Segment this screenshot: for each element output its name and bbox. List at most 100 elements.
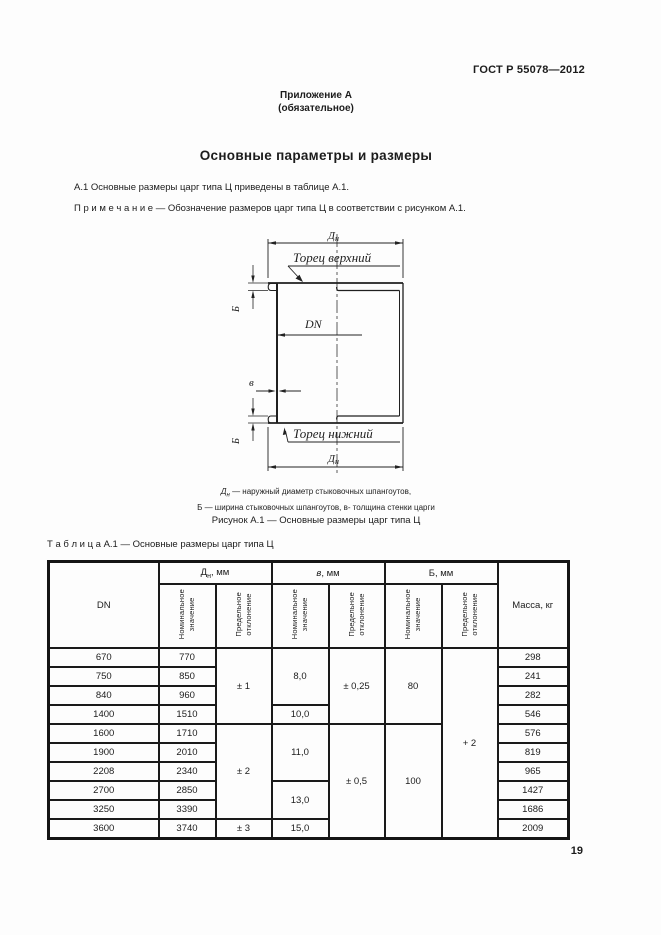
dim-wall xyxy=(256,381,301,401)
cell-mass: 241 xyxy=(496,666,570,687)
cell-dn: 670 xyxy=(47,647,160,668)
table-row: 750 850 241 xyxy=(47,666,570,687)
subheader-dn-deviation: Предельное отклонение xyxy=(214,583,273,649)
cell-mass: 282 xyxy=(496,685,570,706)
cell-dn-dev: ± 2 xyxy=(214,723,273,820)
cell-dn-nom: 3740 xyxy=(157,818,217,840)
cell-dn: 1600 xyxy=(47,723,160,744)
subheader-dn-nominal: Номинальное значение xyxy=(157,583,217,649)
group-header-dn: Дн, мм xyxy=(157,560,273,585)
top-face-label: Торец верхний xyxy=(293,250,372,265)
cell-dn-nom: 960 xyxy=(157,685,217,706)
legend-line-1: Дн — наружный диаметр стыковочных шпанго… xyxy=(220,487,412,499)
cell-b-dev: + 2 xyxy=(440,647,499,840)
top-ring-section xyxy=(267,282,277,292)
cell-v-dev: ± 0,25 xyxy=(327,647,386,725)
cell-dn: 840 xyxy=(47,685,160,706)
subheader-b-nominal: Номинальное значение xyxy=(383,583,443,649)
cell-mass: 298 xyxy=(496,647,570,668)
bottom-face-leader xyxy=(282,427,400,443)
cell-dn: 750 xyxy=(47,666,160,687)
cell-dn-nom: 2850 xyxy=(157,780,217,801)
technical-drawing: Дн Торец верхний Б DN xyxy=(225,228,410,480)
bottom-ring-section xyxy=(267,415,277,424)
table-header-subs: Номинальное значение Предельное отклонен… xyxy=(49,583,569,649)
table-row: 1900 2010 819 xyxy=(47,742,570,763)
figure-caption: Рисунок А.1 — Основные размеры царг типа… xyxy=(211,515,421,526)
dim-label-wall: в xyxy=(249,377,254,389)
cell-v-nom: 15,0 xyxy=(270,818,330,840)
cell-b-nom: 100 xyxy=(383,723,443,840)
cell-dn-dev: ± 1 xyxy=(214,647,273,725)
dim-dn-mid xyxy=(277,333,362,337)
dim-label-dn-bottom: Дн xyxy=(327,453,339,466)
cell-mass: 965 xyxy=(496,761,570,782)
cell-dn-nom: 770 xyxy=(157,647,217,668)
table-row: 2208 2340 965 xyxy=(47,761,570,782)
cell-v-nom: 10,0 xyxy=(270,704,330,725)
cell-b-nom: 80 xyxy=(383,647,443,725)
table-row: 670 770 ± 1 8,0 ± 0,25 80 + 2 298 xyxy=(47,647,570,840)
top-ring-band xyxy=(336,286,400,292)
dim-dn-top xyxy=(267,239,404,278)
paragraph-note: П р и м е ч а н и е — Обозначение размер… xyxy=(74,203,466,214)
dim-label-b-top: Б xyxy=(231,306,242,313)
paragraph-a1: А.1 Основные размеры царг типа Ц приведе… xyxy=(74,182,350,193)
page-title: Основные параметры и размеры xyxy=(199,148,433,163)
cell-dn-nom: 1710 xyxy=(157,723,217,744)
table-row: 840 960 282 xyxy=(47,685,570,706)
cell-dn-nom: 3390 xyxy=(157,799,217,820)
cell-dn-nom: 1510 xyxy=(157,704,217,725)
dim-dn-bottom xyxy=(267,427,404,471)
cell-dn: 1400 xyxy=(47,704,160,725)
table-row: 2700 2850 13,0 1427 xyxy=(47,780,570,820)
bottom-ring-band xyxy=(336,415,400,420)
cell-mass: 546 xyxy=(496,704,570,725)
col-header-dn: DN xyxy=(47,560,160,649)
table-row: 3250 3390 1686 xyxy=(47,799,570,820)
dim-label-b-bottom: Б xyxy=(231,438,242,445)
table-caption: Т а б л и ц а А.1 — Основные размеры цар… xyxy=(47,539,274,550)
cell-mass: 1686 xyxy=(496,799,570,820)
cell-dn-nom: 2340 xyxy=(157,761,217,782)
subheader-v-deviation: Предельное отклонение xyxy=(327,583,386,649)
dim-label-dn-top: Дн xyxy=(327,230,339,243)
cell-v-nom: 13,0 xyxy=(270,780,330,820)
cell-dn: 1900 xyxy=(47,742,160,763)
cell-mass: 1427 xyxy=(496,780,570,801)
group-header-v: в, мм xyxy=(270,560,386,585)
vessel-outline xyxy=(267,282,404,424)
subheader-v-nominal: Номинальное значение xyxy=(270,583,330,649)
col-header-mass: Масса, кг xyxy=(496,560,570,649)
cell-v-nom: 11,0 xyxy=(270,723,330,782)
table-row: 1400 1510 10,0 546 xyxy=(47,704,570,725)
table-header-groups: DN Дн, мм в, мм Б, мм Масса, кг xyxy=(47,560,570,649)
cell-mass: 2009 xyxy=(496,818,570,840)
dimensions-table: DN Дн, мм в, мм Б, мм Масса, кг Номиналь… xyxy=(47,560,570,840)
dim-b-bottom xyxy=(248,398,268,441)
figure-legend: Дн — наружный диаметр стыковочных шпанго… xyxy=(47,486,585,513)
cell-dn: 3600 xyxy=(47,818,160,840)
tsarga-drawing: Дн Торец верхний Б DN xyxy=(231,230,404,474)
bottom-face-label: Торец нижний xyxy=(293,426,373,441)
cell-dn-nom: 850 xyxy=(157,666,217,687)
cell-dn: 3250 xyxy=(47,799,160,820)
cell-v-nom: 8,0 xyxy=(270,647,330,706)
dim-b-top xyxy=(248,265,268,309)
cell-dn-nom: 2010 xyxy=(157,742,217,763)
cell-dn: 2700 xyxy=(47,780,160,801)
group-header-b: Б, мм xyxy=(383,560,499,585)
appendix-note: (обязательное) xyxy=(278,103,354,114)
table-row: 3600 3740 ± 3 15,0 2009 xyxy=(47,818,570,840)
top-face-leader xyxy=(287,265,400,282)
table-row: 1600 1710 ± 2 11,0 ± 0,5 100 576 xyxy=(47,723,570,840)
legend-line-2: Б — ширина стыковочных шпангоутов, в- то… xyxy=(197,502,435,512)
cell-dn: 2208 xyxy=(47,761,160,782)
doc-number: ГОСТ Р 55078—2012 xyxy=(473,64,585,76)
dim-label-dn-mid: DN xyxy=(304,317,323,331)
appendix-heading: Приложение А (обязательное) xyxy=(47,89,585,115)
cell-v-dev: ± 0,5 xyxy=(327,723,386,840)
cell-mass: 576 xyxy=(496,723,570,744)
page-number: 19 xyxy=(570,845,583,857)
